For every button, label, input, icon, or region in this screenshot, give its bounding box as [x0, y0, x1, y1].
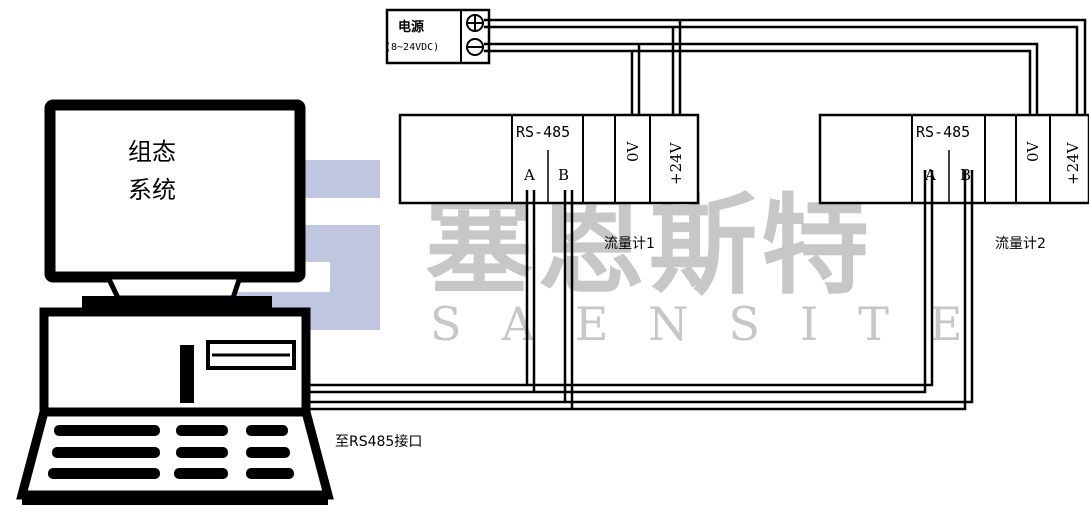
power-label: 电源 — [398, 19, 424, 35]
flowmeter-2-protocol: RS-485 — [916, 123, 970, 141]
flowmeter-1-terminal-24v: +24V — [667, 141, 685, 185]
rs485-port-label: 至RS485接口 — [335, 433, 422, 450]
flowmeter-2-terminal-0v: 0V — [1024, 140, 1042, 162]
terminal-screw-icon — [466, 14, 484, 32]
power-wiring — [484, 18, 1087, 115]
keyboard-keys — [48, 425, 294, 479]
flowmeter-1: RS-485 A B 0V +24V 流量计1 — [398, 113, 700, 252]
flowmeter-2-name: 流量计2 — [995, 236, 1046, 252]
flowmeter-1-terminal-a: A — [523, 166, 535, 184]
flowmeter-1-name: 流量计1 — [604, 236, 655, 252]
terminal-screw-icon — [466, 38, 484, 56]
watermark-cn: 塞恩斯特 — [425, 184, 873, 309]
flowmeter-1-terminal-0v: 0V — [624, 140, 642, 162]
watermark-en: SAENSITE — [430, 297, 1003, 351]
computer: 组态 系统 — [16, 99, 334, 505]
rs485-wiring — [300, 170, 974, 411]
watermark: 塞恩斯特 SAENSITE — [200, 160, 1003, 351]
flowmeter-1-terminal-b: B — [558, 166, 569, 184]
screen-line-2: 系统 — [128, 176, 176, 204]
flowmeter-2: RS-485 A B 0V +24V 流量计2 — [818, 113, 1089, 252]
power-voltage: (8~24VDC) — [385, 42, 439, 53]
disk-slot — [180, 345, 194, 403]
flowmeter-1-protocol: RS-485 — [516, 123, 570, 141]
screen-line-1: 组态 — [128, 138, 176, 166]
power-supply: 电源 (8~24VDC) — [385, 8, 491, 65]
flowmeter-2-terminal-24v: +24V — [1064, 141, 1082, 185]
